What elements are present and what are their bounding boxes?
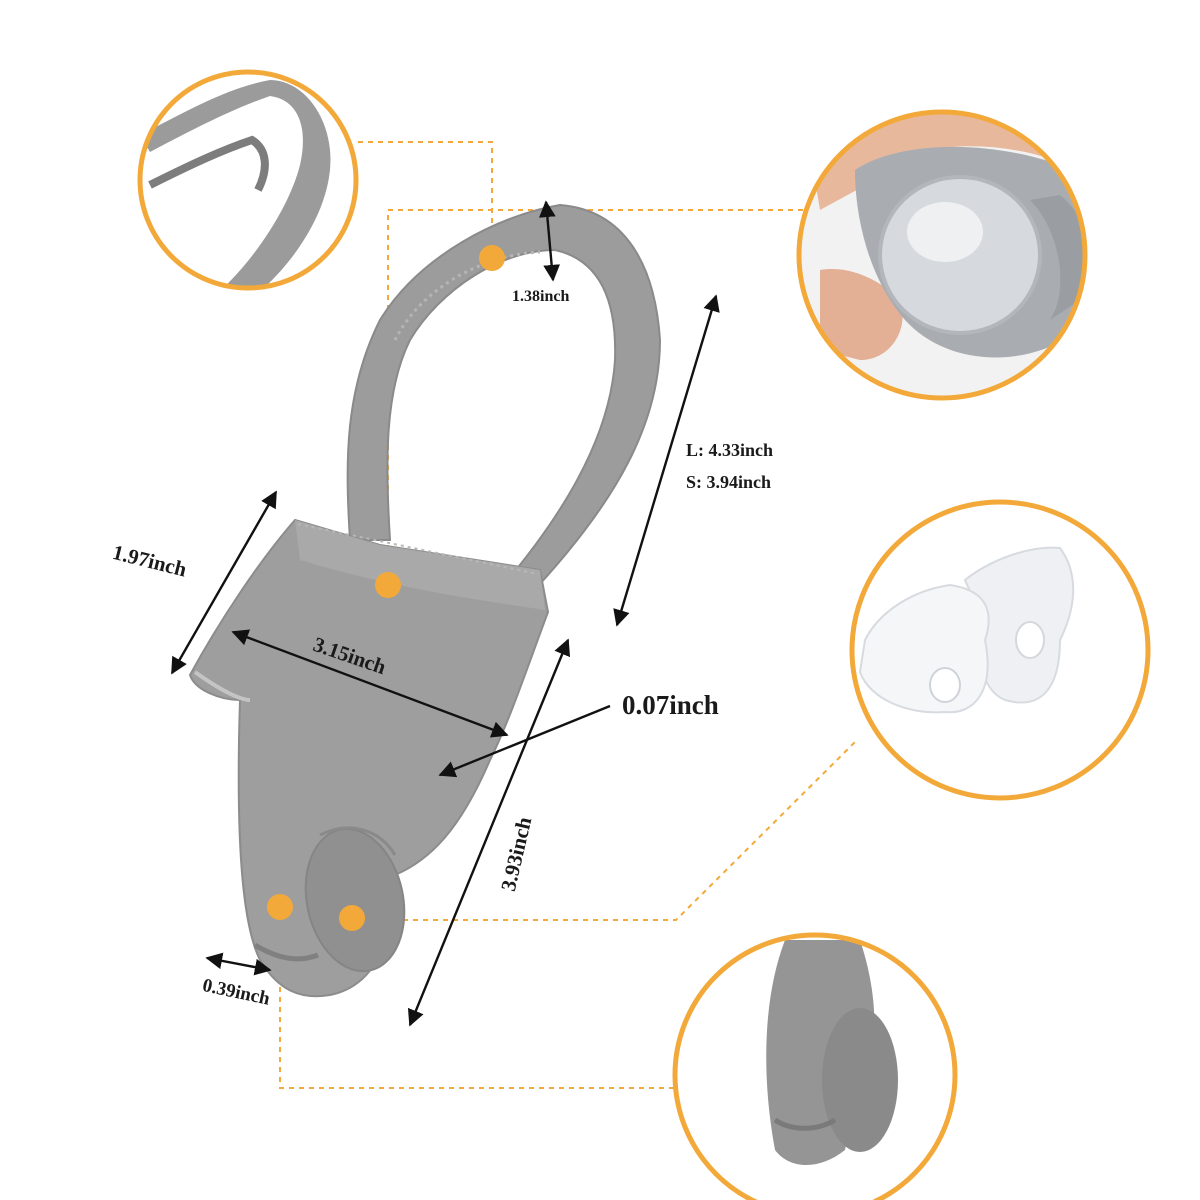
strap-width-label: 1.38inch [512, 288, 570, 305]
strap-length-large-label: L: 4.33inch [686, 440, 774, 460]
zoom-circle-gel-pad [796, 109, 1088, 401]
zoom-circle-toe-separator [849, 499, 1151, 801]
bunion-sleeve-product [188, 203, 662, 998]
thickness-label: 0.07inch [622, 690, 719, 720]
zoom-circle-strap [137, 69, 359, 291]
marker-dots [267, 245, 505, 931]
zoom-circle-toe-cap [672, 932, 958, 1200]
dimension-arrows [170, 200, 720, 1027]
strap-length-small-label: S: 3.94inch [686, 472, 772, 492]
